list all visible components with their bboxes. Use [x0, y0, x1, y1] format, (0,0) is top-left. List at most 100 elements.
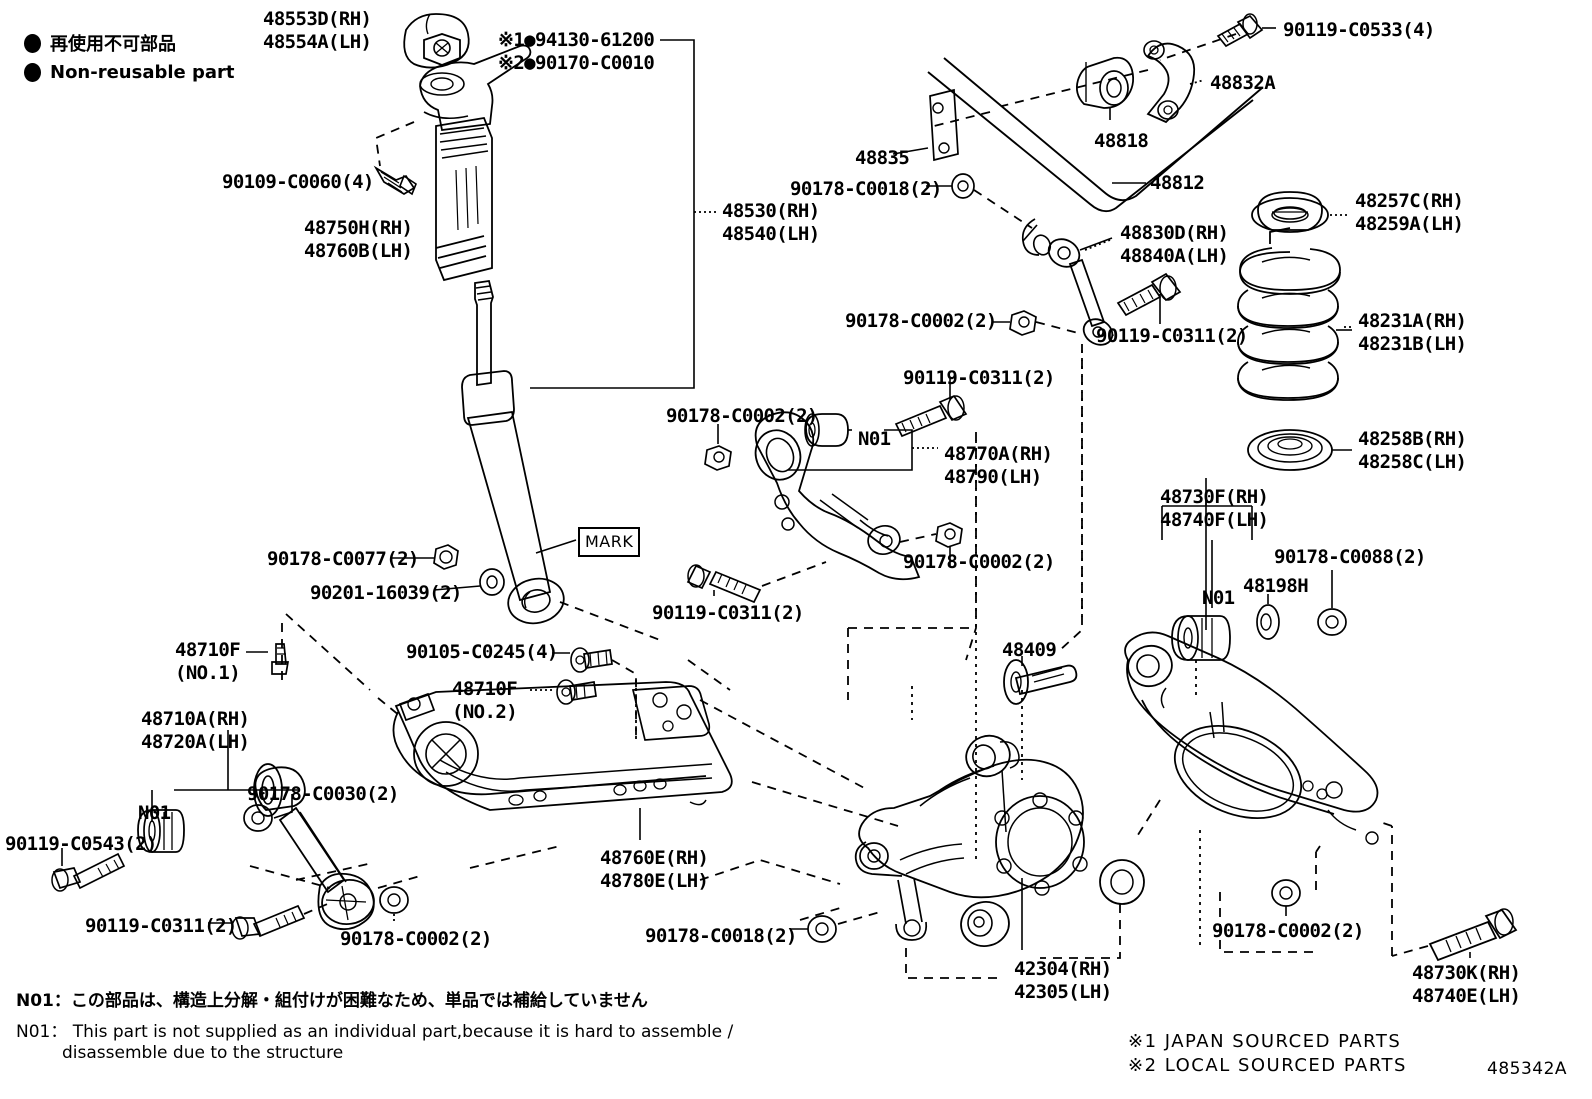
part-label-94130: ※1●94130-61200※2●90170-C0010	[498, 29, 655, 74]
part-label-90119-C0311-d: 90119-C0311(2)	[85, 915, 237, 937]
part-48760E-trailing-arm	[392, 681, 733, 811]
part-48710F-NO1-bolt	[271, 643, 290, 675]
part-90119-C0543-bolt	[51, 852, 126, 892]
part-label-48750H: 48750H(RH)48760B(LH)	[304, 217, 413, 262]
part-48830D-stabilizer-link	[1047, 238, 1114, 346]
part-label-90178-C0002-d: 90178-C0002(2)	[1212, 920, 1364, 942]
non-reusable-dot-icon	[24, 33, 41, 53]
part-90178-C0002-nut-a	[1009, 310, 1037, 336]
non-reusable-dot-icon	[24, 63, 41, 82]
part-label-48830D: 48830D(RH)48840A(LH)	[1120, 222, 1229, 267]
part-label-90178-C0018-top: 90178-C0018(2)	[790, 178, 942, 200]
part-label-90201-16039: 90201-16039(2)	[310, 582, 462, 604]
part-90178-C0018-nut-top	[951, 173, 975, 199]
part-48710F-NO2-bolt	[556, 679, 597, 705]
note-source-2: ※2 LOCAL SOURCED PARTS	[1128, 1055, 1407, 1076]
part-90105-C0245-bolt	[570, 647, 613, 673]
part-label-90178-C0002-b: 90178-C0002(2)	[666, 405, 818, 427]
part-90178-C0002-nut-e	[379, 886, 409, 914]
part-42304-rear-axle-carrier	[854, 734, 1145, 947]
part-label-90178-C0077: 90178-C0077(2)	[267, 548, 419, 570]
part-90178-C0077-nut	[433, 544, 459, 570]
part-48257C-spring-seat	[1257, 191, 1323, 231]
part-label-48730K: 48730K(RH)48740E(LH)	[1412, 962, 1521, 1007]
part-label-48553D: 48553D(RH)48554A(LH)	[263, 8, 372, 53]
part-label-48832A: 48832A	[1210, 72, 1276, 94]
part-90178-C0088-nut	[1317, 608, 1347, 636]
part-label-48835: 48835	[855, 147, 910, 169]
legend-label-jp: 再使用不可部品	[50, 34, 176, 55]
part-90119-C0533-bolt	[1216, 13, 1264, 48]
diagram-id: 485342A	[1487, 1059, 1568, 1079]
part-label-48770A: 48770A(RH)48790(LH)	[944, 443, 1053, 488]
part-90119-C0311-bolt-a	[1116, 272, 1182, 317]
part-90178-C0030-nut	[243, 804, 273, 832]
note-n01-english-line2: disassemble due to the structure	[62, 1043, 344, 1063]
part-label-48257C: 48257C(RH)48259A(LH)	[1355, 190, 1464, 235]
part-90119-C0311-bolt-d	[231, 904, 306, 940]
mark-callout-box: MARK	[578, 527, 641, 557]
part-label-48409: 48409	[1002, 639, 1057, 661]
part-label-48231A: 48231A(RH)48231B(LH)	[1358, 310, 1467, 355]
part-48812-stabilizer-bar	[927, 57, 1263, 256]
part-label-48710F-no2: 48710F(NO.2)	[452, 678, 518, 723]
part-90109-C0060-bolt	[373, 165, 417, 196]
part-48770A-upper-arm	[754, 411, 921, 581]
part-label-48258B: 48258B(RH)48258C(LH)	[1358, 428, 1467, 473]
part-48530-shock-absorber	[461, 279, 565, 625]
part-label-90119-C0311-c: 90119-C0311(2)	[652, 602, 804, 624]
part-90178-C0002-nut-d	[1271, 879, 1301, 907]
part-label-48710A: 48710A(RH)48720A(LH)	[141, 708, 250, 753]
part-90201-16039-washer	[479, 568, 505, 596]
part-label-48730F: 48730F(RH)48740F(LH)	[1160, 486, 1269, 531]
part-90178-C0018-nut-bottom	[807, 915, 837, 943]
part-48553D-dust-cover	[403, 13, 470, 69]
part-label-N01-lower-right: N01	[1202, 587, 1235, 609]
legend-label-en: Non-reusable part	[50, 62, 235, 83]
part-label-42304: 42304(RH)42305(LH)	[1014, 958, 1112, 1003]
part-label-48530: 48530(RH)48540(LH)	[722, 200, 820, 245]
legend-item-jp: 再使用不可部品	[24, 30, 176, 56]
part-label-N01-upper: N01	[858, 428, 891, 450]
part-label-90105-C0245: 90105-C0245(4)	[406, 641, 558, 663]
part-label-48710F-no1: 48710F(NO.1)	[175, 639, 241, 684]
part-label-48812: 48812	[1150, 172, 1205, 194]
part-label-90119-C0533: 90119-C0533(4)	[1283, 19, 1435, 41]
part-48750H-dust-boot	[419, 44, 532, 282]
part-N01-bushing-right	[1171, 615, 1231, 661]
part-48409-bolt	[1003, 659, 1078, 705]
part-94130-nut	[423, 33, 461, 66]
part-48730F-lower-arm	[1124, 631, 1379, 845]
part-90178-C0002-nut-b	[704, 445, 732, 471]
part-48198H-washer	[1256, 604, 1280, 640]
knuckle-lower-bushing	[960, 901, 1010, 947]
part-label-90119-C0311-b: 90119-C0311(2)	[903, 367, 1055, 389]
part-48231A-coil-spring	[1237, 197, 1341, 401]
part-label-90109-C0060: 90109-C0060(4)	[222, 171, 374, 193]
note-source-1: ※1 JAPAN SOURCED PARTS	[1128, 1031, 1402, 1052]
part-label-N01-lower-left: N01	[138, 802, 171, 824]
part-label-90178-C0030: 90178-C0030(2)	[247, 783, 399, 805]
part-label-90178-C0002-a: 90178-C0002(2)	[845, 310, 997, 332]
part-label-48818: 48818	[1094, 130, 1149, 152]
note-n01-japanese: N01：この部品は、構造上分解・組付けが困難なため、単品では補給していません	[16, 991, 648, 1011]
part-label-48760E: 48760E(RH)48780E(LH)	[600, 847, 709, 892]
part-label-90119-C0311-a: 90119-C0311(2)	[1096, 325, 1248, 347]
part-48730K-bolt	[1428, 908, 1518, 962]
part-label-90178-C0088: 90178-C0088(2)	[1274, 546, 1426, 568]
part-label-90178-C0002-c: 90178-C0002(2)	[903, 551, 1055, 573]
part-48835-bracket	[929, 88, 959, 162]
note-n01-english-line1: N01： This part is not supplied as an ind…	[16, 1022, 734, 1042]
part-48832A-clamp	[1143, 40, 1196, 124]
part-label-90178-C0018-bottom: 90178-C0018(2)	[645, 925, 797, 947]
part-label-48198H: 48198H	[1243, 575, 1309, 597]
legend-item-en: Non-reusable part	[24, 62, 235, 83]
part-48818-bushing	[1075, 56, 1135, 109]
coil-spring-body	[1237, 227, 1341, 401]
part-90119-C0311-bolt-c	[686, 564, 762, 604]
part-48258B-spring-seat	[1247, 429, 1333, 471]
part-label-90178-C0002-e: 90178-C0002(2)	[340, 928, 492, 950]
part-label-90119-C0543: 90119-C0543(2)	[5, 833, 157, 855]
